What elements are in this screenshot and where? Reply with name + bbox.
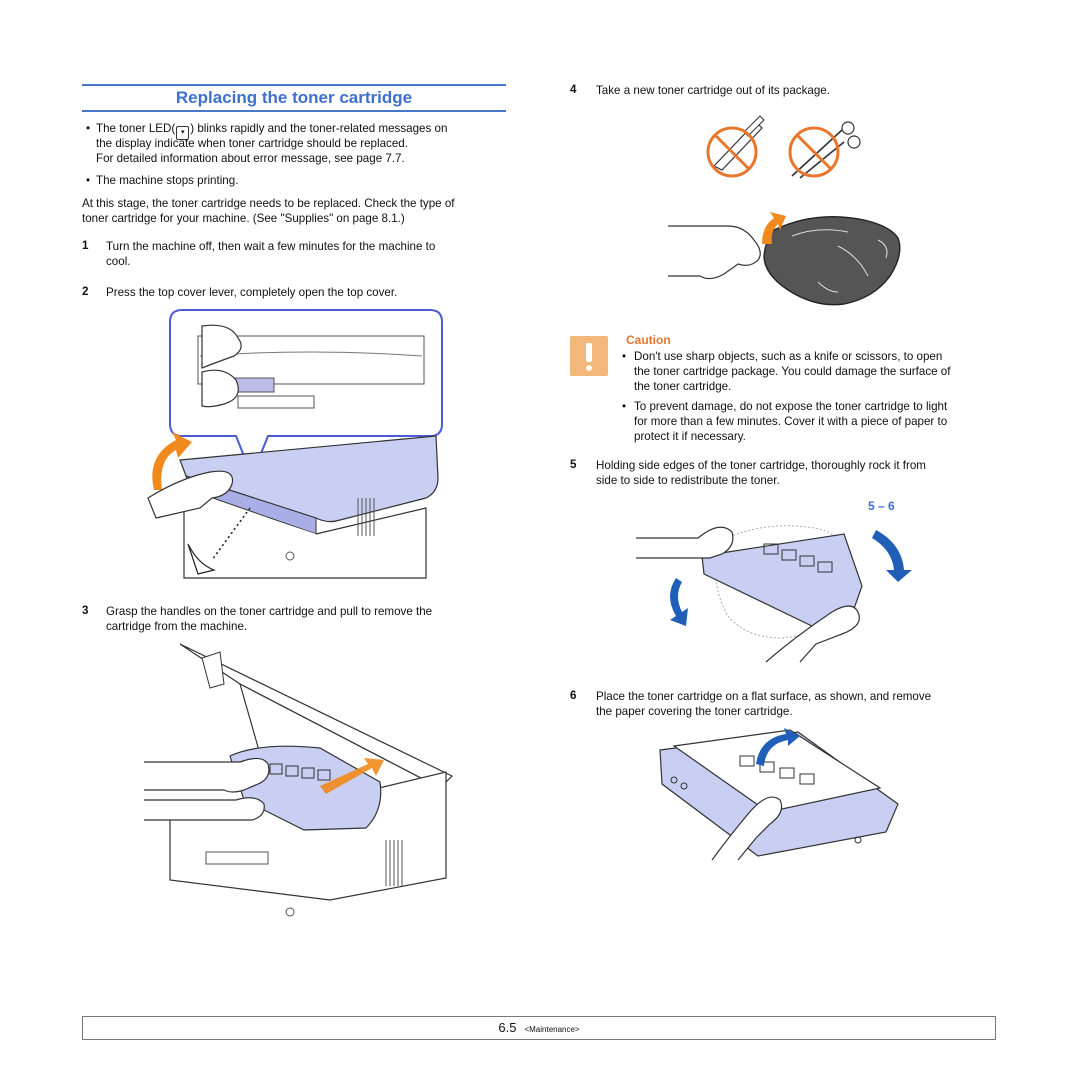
step-3-number: 3	[82, 604, 89, 617]
step-2-line1: Press the top cover lever, completely op…	[106, 286, 398, 299]
step-5-line1: Holding side edges of the toner cartridg…	[596, 459, 926, 472]
step-1-line1: Turn the machine off, then wait a few mi…	[106, 240, 436, 253]
caution-bullet-2-line2: for more than a few minutes. Cover it wi…	[634, 415, 948, 428]
step-3-line2: cartridge from the machine.	[106, 620, 248, 633]
rock-cartridge-illustration	[636, 525, 912, 663]
step-3-line1: Grasp the handles on the toner cartridge…	[106, 605, 433, 618]
caution-bullet-1: •	[622, 350, 627, 363]
step-4-line1: Take a new toner cartridge out of its pa…	[596, 84, 830, 97]
footer-section: <Maintenance>	[524, 1025, 580, 1034]
section-title: Replacing the toner cartridge	[175, 88, 413, 107]
caution-icon	[570, 336, 608, 376]
step-6-line2: the paper covering the toner cartridge.	[596, 705, 793, 718]
page-number: 6.5	[498, 1020, 517, 1035]
step-2-number: 2	[82, 285, 89, 298]
caution-bullet-1-line1: Don't use sharp objects, such as a knife…	[634, 350, 943, 363]
toner-led-icon: ▾	[176, 126, 190, 140]
no-knife-icon	[706, 115, 765, 178]
remove-paper-illustration	[659, 728, 899, 861]
intro-bullet-1-line3: For detailed information about error mes…	[96, 152, 405, 165]
step-5-line2: side to side to redistribute the toner.	[596, 474, 780, 487]
intro-paragraph-line2: toner cartridge for your machine. (See "…	[82, 212, 405, 225]
page-footer: 6.5 <Maintenance>	[82, 1016, 996, 1040]
step-5-number: 5	[570, 458, 577, 471]
step-4-number: 4	[570, 83, 577, 96]
caution-bullet-2-line1: To prevent damage, do not expose the ton…	[634, 400, 948, 413]
step-6-line1: Place the toner cartridge on a flat surf…	[596, 690, 932, 703]
step-6-number: 6	[570, 689, 577, 702]
remove-cartridge-illustration	[144, 643, 454, 917]
title-rule-bottom	[82, 110, 506, 112]
toner-package-illustration	[668, 212, 901, 306]
caution-title: Caution	[626, 333, 671, 347]
step-1-line2: cool.	[106, 255, 131, 268]
figure-label: 5 – 6	[868, 499, 895, 513]
step-1-number: 1	[82, 239, 89, 252]
intro-bullet-1: •	[86, 122, 91, 135]
led-text-start: The toner LED(	[96, 122, 176, 135]
intro-bullet-2: •	[86, 174, 91, 187]
caution-bullet-1-line2: the toner cartridge package. You could d…	[634, 365, 951, 378]
caution-bullet-1-line3: the toner cartridge.	[634, 380, 732, 393]
intro-bullet-2-text: The machine stops printing.	[96, 174, 239, 187]
title-rule-top	[82, 84, 506, 86]
intro-bullet-1-line2: the display indicate when toner cartridg…	[96, 137, 408, 150]
intro-paragraph-line1: At this stage, the toner cartridge needs…	[82, 197, 455, 210]
led-text-end: ) blinks rapidly and the toner-related m…	[190, 122, 448, 135]
open-cover-illustration	[147, 309, 443, 579]
intro-bullet-1-text: The toner LED(▾) blinks rapidly and the …	[96, 121, 516, 140]
caution-bullet-2-line3: protect it if necessary.	[634, 430, 746, 443]
no-scissors-icon	[788, 121, 861, 179]
caution-bullet-2: •	[622, 400, 627, 413]
